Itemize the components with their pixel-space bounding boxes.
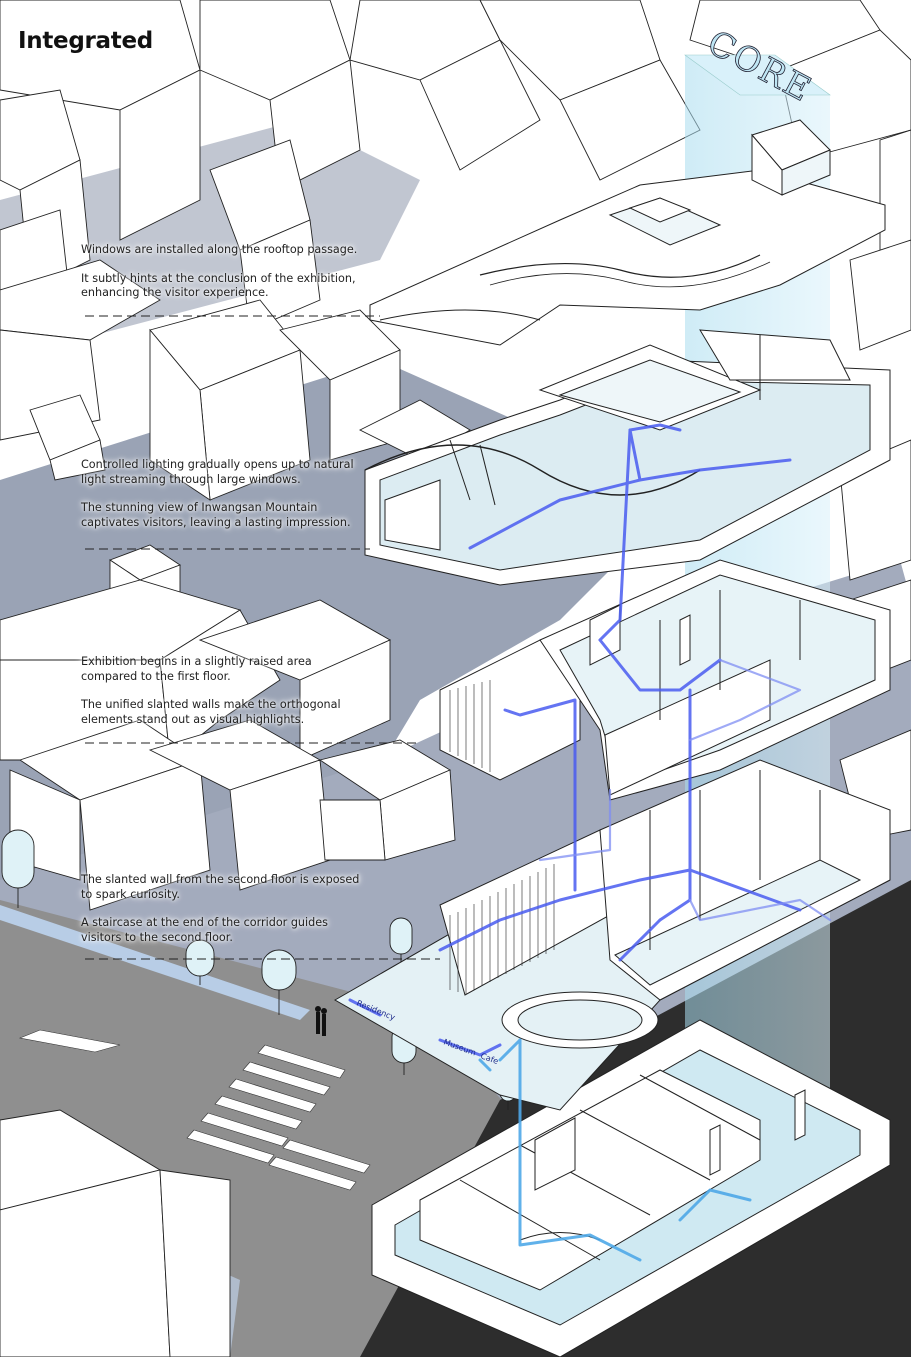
pedestrians — [315, 1006, 327, 1036]
note-rooftop: Windows are installed along the rooftop … — [81, 243, 361, 301]
crosswalk — [18, 1029, 371, 1191]
note-ground-floor-line-2: A staircase at the end of the corridor g… — [81, 916, 328, 944]
leader-lines — [85, 315, 440, 960]
page-title: Integrated — [18, 28, 153, 54]
note-ground-floor: The slanted wall from the second floor i… — [81, 873, 361, 945]
circulation-paths — [348, 423, 832, 1262]
note-third-floor: Controlled lighting gradually opens up t… — [81, 458, 361, 530]
slanted-wall-ground — [449, 864, 555, 994]
rooftop-passage — [369, 119, 886, 346]
note-third-floor-line-1: Controlled lighting gradually opens up t… — [81, 458, 354, 486]
note-third-floor-line-2: The stunning view of Inwangsan Mountain … — [81, 501, 351, 529]
second-floor-plan — [439, 559, 891, 801]
note-rooftop-line-1: Windows are installed along the rooftop … — [81, 243, 358, 256]
note-second-floor-line-2: The unified slanted walls make the ortho… — [81, 698, 341, 726]
slanted-wall-second — [449, 680, 491, 772]
note-ground-floor-line-1: The slanted wall from the second floor i… — [81, 873, 360, 901]
note-second-floor: Exhibition begins in a slightly raised a… — [81, 655, 361, 727]
note-second-floor-line-1: Exhibition begins in a slightly raised a… — [81, 655, 312, 683]
note-rooftop-line-2: It subtly hints at the conclusion of the… — [81, 271, 356, 300]
basement-floor-plan — [371, 1019, 891, 1357]
